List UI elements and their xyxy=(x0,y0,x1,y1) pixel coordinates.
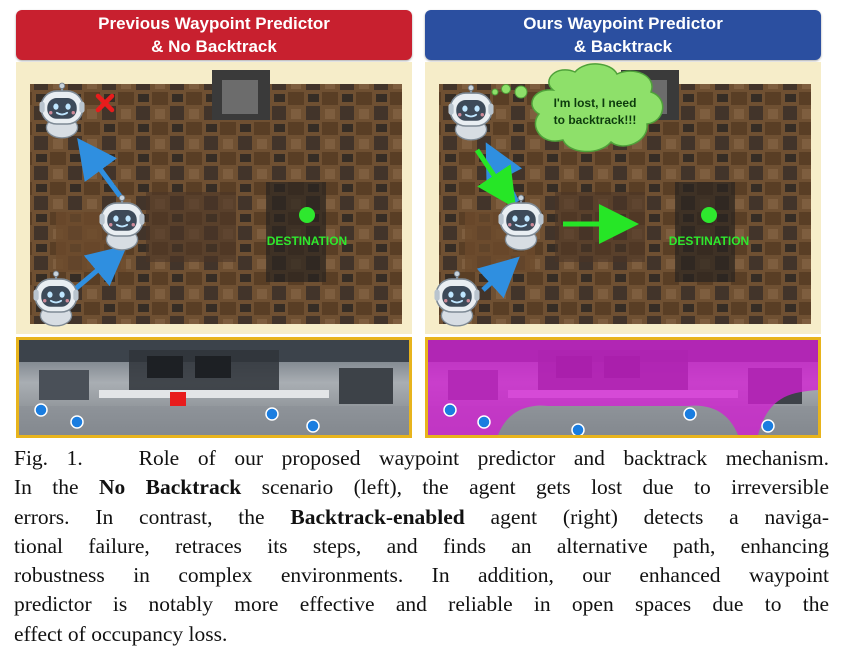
right-destination-label: DESTINATION xyxy=(669,234,749,248)
waypoint-dot-icon xyxy=(306,419,320,433)
caption-line: In the No Backtrack scenario (left), the… xyxy=(14,473,829,502)
left-panel: Previous Waypoint Predictor & No Backtra… xyxy=(16,10,412,438)
x-mark-icon xyxy=(95,93,115,113)
waypoint-dot-icon xyxy=(70,415,84,429)
fail-marker-icon xyxy=(170,392,186,406)
left-floorplan-map: DESTINATION xyxy=(16,62,412,334)
caption-text: predictor is notably more effective and … xyxy=(14,592,829,617)
caption-text: scenario (left), the agent gets lost due… xyxy=(241,475,829,500)
caption-text: effect of occupancy loss. xyxy=(14,621,228,646)
waypoint-dot-icon xyxy=(761,419,775,433)
caption-line: robustness in complex environments. In a… xyxy=(14,561,829,590)
caption-bold-term: Backtrack-enabled xyxy=(290,504,465,529)
right-banner: Ours Waypoint Predictor & Backtrack xyxy=(425,10,821,60)
right-panorama xyxy=(425,337,821,438)
thought-line1: I'm lost, I need xyxy=(554,96,637,110)
left-destination-label: DESTINATION xyxy=(267,234,347,248)
caption-text: agent (right) detects a naviga- xyxy=(464,504,829,529)
waypoint-dot-icon xyxy=(34,403,48,417)
caption-line: effect of occupancy loss. xyxy=(14,620,829,649)
left-banner: Previous Waypoint Predictor & No Backtra… xyxy=(16,10,412,60)
figure-caption: Fig. 1. Role of our proposed waypoint pr… xyxy=(14,444,829,649)
destination-dot-icon xyxy=(701,207,717,223)
caption-line: predictor is notably more effective and … xyxy=(14,590,829,619)
path-arrow-1 xyxy=(476,256,520,299)
destination-dot-icon xyxy=(299,207,315,223)
left-title-line2: & No Backtrack xyxy=(151,37,277,56)
occupancy-overlay xyxy=(428,340,818,435)
waypoint-dot-icon xyxy=(571,423,585,435)
caption-text: errors. In contrast, the xyxy=(14,504,291,529)
right-floorplan-map: I'm lost, I need to backtrack!!! DESTINA… xyxy=(425,62,821,334)
caption-line: tional failure, retraces its steps, and … xyxy=(14,532,829,561)
thought-bubble-icon xyxy=(491,63,664,153)
right-panel: Ours Waypoint Predictor & Backtrack xyxy=(425,10,821,438)
path-arrow-1 xyxy=(72,245,128,292)
caption-line: errors. In contrast, the Backtrack-enabl… xyxy=(14,503,829,532)
thought-line2: to backtrack!!! xyxy=(554,113,637,127)
waypoint-dot-icon xyxy=(477,415,491,429)
waypoint-dot-icon xyxy=(265,407,279,421)
waypoint-dot-icon xyxy=(683,407,697,421)
caption-line: Fig. 1. Role of our proposed waypoint pr… xyxy=(14,444,829,473)
caption-text: In the xyxy=(14,475,99,500)
caption-text: tional failure, retraces its steps, and … xyxy=(14,533,829,558)
backtrack-arrow xyxy=(474,148,517,209)
right-title-line2: & Backtrack xyxy=(573,37,673,56)
left-panorama xyxy=(16,337,412,438)
waypoint-dot-icon xyxy=(443,403,457,417)
left-title-line1: Previous Waypoint Predictor xyxy=(98,14,330,33)
path-arrow-2 xyxy=(77,137,123,198)
caption-text: Fig. 1. Role of our proposed waypoint pr… xyxy=(14,446,829,470)
caption-text: robustness in complex environments. In a… xyxy=(14,563,829,588)
caption-bold-term: No Backtrack xyxy=(98,475,242,500)
right-title-line1: Ours Waypoint Predictor xyxy=(523,14,723,33)
